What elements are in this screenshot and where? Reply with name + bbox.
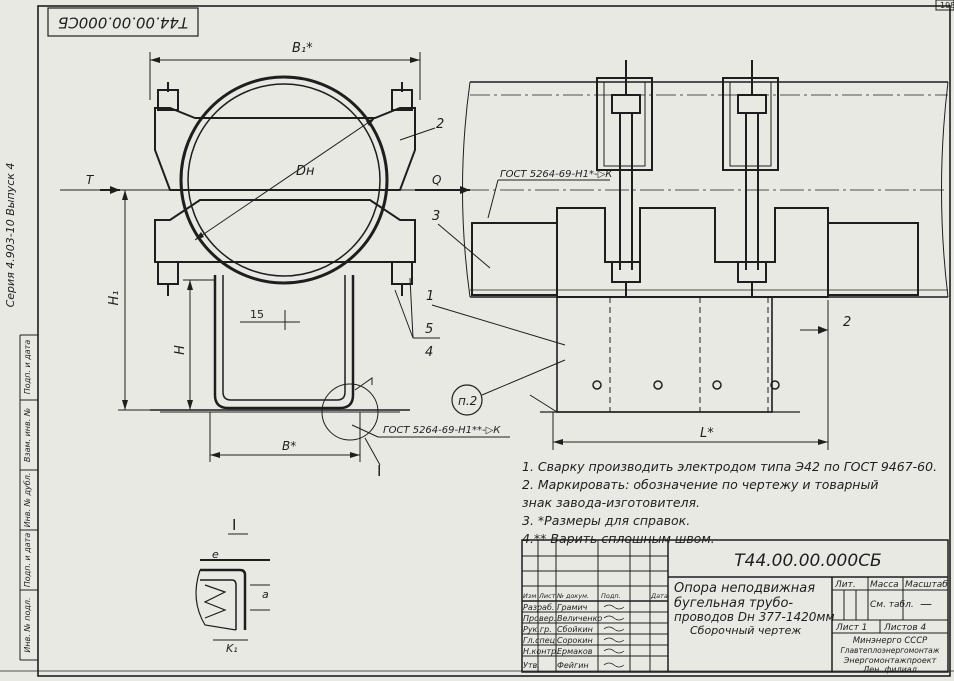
org-1: Минэнерго СССР	[853, 636, 928, 646]
side-cell-4: Подп. и дата	[23, 533, 32, 588]
side-cell-3: Инв. № дубл.	[23, 473, 32, 528]
dim-h: H	[173, 345, 188, 355]
dim-k1: K₁	[226, 642, 238, 655]
side-elevation-view: L* ГОСТ 5264-69-Н1*-▷К 3 1 2 п.2	[426, 60, 949, 450]
title-name-2: бугельная трубо-	[674, 596, 793, 611]
hdr-sign: Подп.	[601, 592, 621, 600]
dim-dn: Dн	[296, 164, 315, 179]
dim-b1: B₁*	[292, 41, 313, 56]
title-block: Т44.00.00.000СБ Опора неподвижная бугель…	[523, 551, 948, 674]
note-5: 4.** Варить сплошным швом.	[522, 531, 715, 546]
hdr-date: Дата	[650, 592, 668, 600]
side-cell-2: Взам. инв. №	[23, 408, 32, 462]
mass-value: См. табл.	[870, 600, 914, 610]
detail-i-title: I	[232, 516, 236, 534]
dim-b: B*	[282, 439, 296, 453]
note-4: 3. *Размеры для справок.	[522, 513, 691, 528]
name-1: Грамич	[557, 603, 588, 612]
scale-label: Масштаб	[905, 580, 948, 590]
pipe-outer	[179, 75, 389, 285]
stud-left	[596, 60, 653, 298]
detail-view-i: I e a K₁	[195, 516, 270, 655]
side-series-label: Серия 4.903-10 Выпуск 4	[4, 163, 17, 308]
stud-right	[722, 60, 779, 298]
label-t: T	[86, 173, 95, 187]
pipe-inner	[187, 83, 381, 277]
org-2: Главтеплоэнергомонтаж	[840, 646, 939, 655]
name-6: Фейгин	[557, 661, 589, 670]
lit-label: Лит.	[834, 580, 856, 590]
callout-3: 3	[432, 209, 440, 224]
sheet-label: Лист 1	[835, 623, 867, 633]
drawing-frame	[37, 5, 951, 677]
role-3: Рук.гр.	[523, 625, 552, 634]
note-2: 2. Маркировать: обозначение по чертежу и…	[522, 477, 879, 492]
scale-value: —	[920, 597, 932, 611]
role-1: Разраб.	[523, 603, 554, 612]
name-4: Сорокин	[557, 636, 593, 645]
dim-e: e	[212, 548, 219, 561]
callout-p2: п.2	[458, 394, 477, 408]
role-6: Утв.	[523, 661, 540, 670]
callout-4: 4	[425, 345, 433, 360]
callout-5: 5	[425, 322, 433, 337]
dim-l: L*	[700, 426, 714, 441]
cross-section-view: B₁* Dн T Q	[60, 41, 510, 480]
label-q: Q	[432, 173, 441, 187]
dim-a: a	[262, 588, 269, 601]
mass-label: Масса	[870, 580, 899, 590]
technical-notes: 1. Сварку производить электродом типа Э4…	[522, 458, 952, 548]
stamp-code: Т44.00.00.000СБ	[58, 14, 188, 32]
title-block-grid	[521, 539, 949, 673]
page-number-box	[935, 0, 954, 11]
role-5: Н.контр.	[523, 647, 559, 656]
org-4: Лен. филиал	[862, 665, 917, 674]
callout-2: 2	[436, 117, 444, 132]
name-5: Ермаков	[557, 647, 593, 656]
role-2: Провер.	[523, 614, 556, 623]
side-cell-1: Подп. и дата	[23, 340, 32, 395]
org-3: Энергомонтажпроект	[843, 656, 937, 665]
dim-h1: H₁	[107, 291, 122, 306]
note-3: знак завода-изготовителя.	[522, 495, 700, 510]
callout-2-right: 2	[843, 315, 851, 330]
name-3: Сбойкин	[557, 625, 593, 634]
stamp-box	[47, 7, 199, 37]
title-name-4: Сборочный чертеж	[690, 624, 801, 637]
callout-1: 1	[426, 289, 434, 304]
role-4: Гл.спец.	[523, 636, 558, 645]
side-cell-5: Инв. № подл.	[23, 597, 32, 652]
weld-mark-bottom: ГОСТ 5264-69-Н1**-▷К	[383, 425, 501, 436]
hdr-izm: Изм	[523, 592, 536, 600]
name-2: Величенко	[557, 614, 602, 623]
dim-15: 15	[250, 308, 264, 321]
hdr-doc: № докум.	[556, 592, 589, 600]
view-i-callout: I	[377, 462, 381, 480]
hdr-list: Лист	[538, 592, 556, 600]
title-name-3: проводов Dн 377-1420мм	[674, 610, 835, 624]
note-1: 1. Сварку производить электродом типа Э4…	[522, 459, 938, 474]
sheets-label: Листов 4	[883, 623, 926, 633]
title-name-1: Опора неподвижная	[674, 581, 815, 596]
weld-mark-top: ГОСТ 5264-69-Н1*-▷К	[500, 169, 613, 180]
title-code: Т44.00.00.000СБ	[734, 551, 881, 571]
page-number: 198	[940, 1, 954, 10]
